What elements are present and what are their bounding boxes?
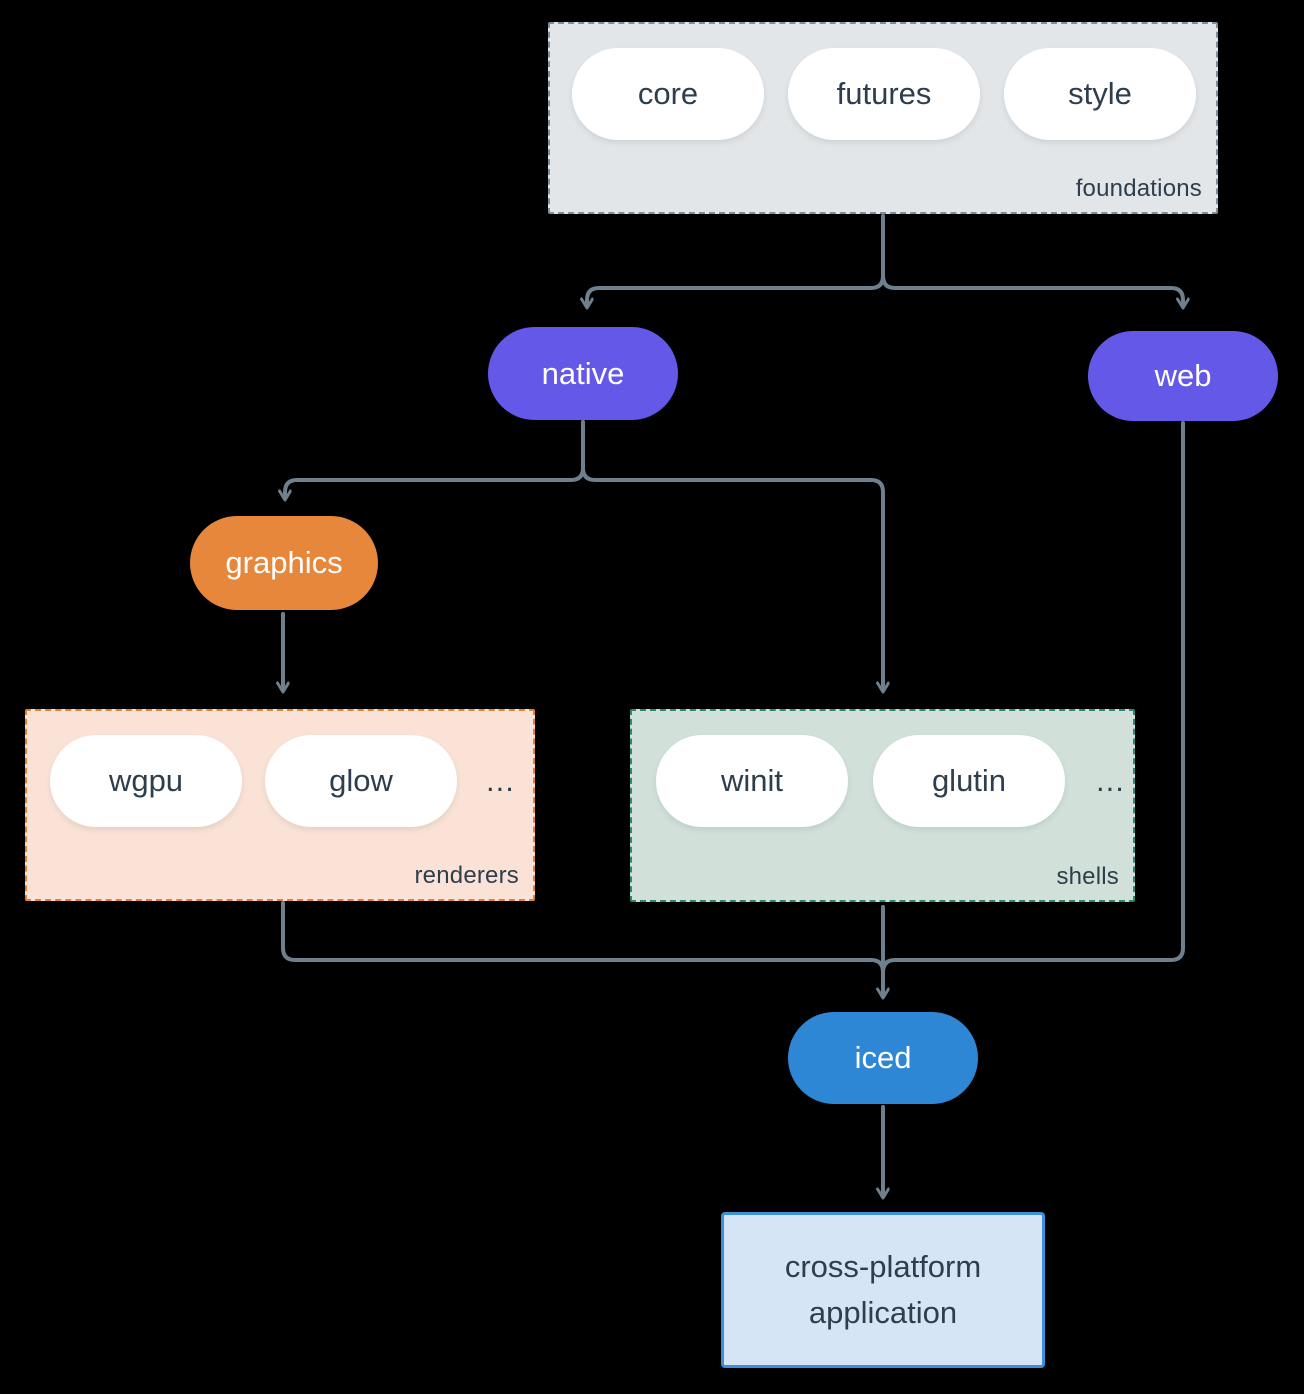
foundations-group: core futures style foundations (548, 22, 1218, 214)
cross-platform-application-box: cross-platform application (721, 1212, 1045, 1368)
node-winit: winit (656, 735, 848, 827)
app-label-line1: cross-platform (784, 1249, 982, 1284)
node-iced: iced (788, 1012, 978, 1104)
foundations-label: foundations (1075, 175, 1202, 202)
node-core: core (572, 48, 764, 140)
renderers-label: renderers (414, 862, 519, 889)
node-graphics: graphics (190, 516, 378, 610)
foundations-pills: core futures style (572, 48, 1196, 140)
edge-native-graphics (285, 420, 585, 498)
node-futures: futures (788, 48, 980, 140)
node-web: web (1088, 331, 1278, 421)
renderers-ellipsis: ... (486, 763, 515, 798)
edge-foundations-native (587, 214, 885, 306)
node-native: native (488, 327, 678, 420)
shells-group: winit glutin ... shells (630, 709, 1135, 902)
shells-pills: winit glutin ... (656, 735, 1125, 827)
shells-label: shells (1056, 863, 1119, 890)
app-label-line2: application (808, 1295, 958, 1330)
shells-ellipsis: ... (1096, 763, 1125, 798)
edge-native-shells (581, 420, 883, 690)
renderers-group: wgpu glow ... renderers (25, 709, 535, 901)
node-style: style (1004, 48, 1196, 140)
node-wgpu: wgpu (50, 735, 242, 827)
renderers-pills: wgpu glow ... (50, 735, 515, 827)
edge-foundations-web (881, 214, 1183, 306)
node-glutin: glutin (873, 735, 1065, 827)
edge-renderers-merge (281, 901, 885, 974)
node-glow: glow (265, 735, 457, 827)
